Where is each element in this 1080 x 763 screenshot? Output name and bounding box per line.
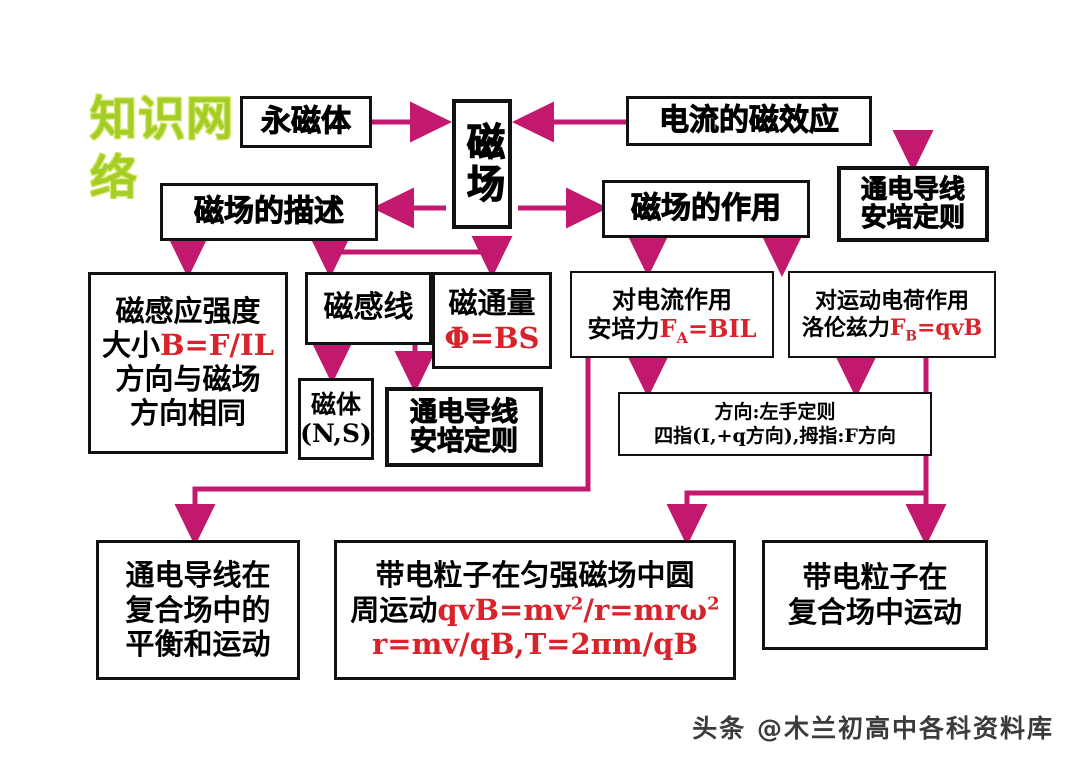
node-field-description[interactable]: 磁场的描述: [160, 183, 378, 241]
node-flux-density[interactable]: 磁感应强度 大小B=F/IL 方向与磁场 方向相同: [88, 272, 288, 454]
node-particle-in-composite-field-line1: 带电粒子在: [802, 559, 948, 594]
node-flux-density-line2-prefix: 大小: [102, 328, 161, 363]
node-wire-ampere-rule-center-line1: 通电导线: [410, 396, 519, 428]
node-force-on-moving-charge-formula: FB=qvB: [889, 314, 983, 344]
node-force-on-moving-charge-line1: 对运动电荷作用: [814, 287, 969, 314]
node-magnetic-flux[interactable]: 磁通量 Φ=BS: [432, 272, 552, 369]
node-permanent-magnet-label: 永磁体: [261, 103, 352, 139]
edge-forcecurrent-to-wirecomposite: [174, 358, 591, 547]
node-flux-density-formula: B=F/IL: [160, 328, 274, 363]
node-wire-ampere-rule-center-line2: 安培定则: [410, 426, 519, 457]
node-flux-density-line1: 磁感应强度: [115, 294, 261, 329]
node-current-magnetic-effect[interactable]: 电流的磁效应: [626, 96, 872, 146]
node-field-description-label: 磁场的描述: [194, 193, 345, 229]
node-field-action-label: 磁场的作用: [631, 190, 782, 226]
node-magnet-ns-line2: (N,S): [300, 419, 372, 448]
node-particle-circular-motion-line2: 周运动qvB=mv2/r=mrω2: [350, 593, 719, 628]
node-force-on-current-line1: 对电流作用: [612, 284, 732, 314]
node-field-lines-label: 磁感线: [323, 290, 414, 326]
node-force-on-current-line2: 安培力FA=BIL: [587, 313, 757, 347]
node-flux-density-line2: 大小B=F/IL: [102, 328, 274, 363]
node-magnet-ns[interactable]: 磁体 (N,S): [298, 378, 374, 460]
edge-description-to-flux: [330, 236, 513, 279]
node-particle-circular-motion-prefix: 周运动: [350, 592, 438, 627]
node-particle-circular-motion-line1: 带电粒子在匀强磁场中圆: [375, 557, 695, 592]
node-wire-in-composite-field[interactable]: 通电导线在 复合场中的 平衡和运动: [96, 540, 300, 680]
node-permanent-magnet[interactable]: 永磁体: [240, 96, 372, 148]
page-title-line2: 络: [90, 151, 138, 206]
node-force-on-moving-charge-line2: 洛伦兹力FB=qvB: [801, 314, 983, 344]
node-wire-ampere-rule-center[interactable]: 通电导线 安培定则: [385, 387, 543, 467]
node-particle-circular-motion[interactable]: 带电粒子在匀强磁场中圆 周运动qvB=mv2/r=mrω2 r=mv/qB,T=…: [334, 540, 736, 680]
node-force-on-moving-charge-prefix: 洛伦兹力: [801, 314, 890, 341]
node-wire-ampere-rule-right-line1: 通电导线: [860, 174, 966, 205]
node-magnet-ns-line1: 磁体: [310, 389, 361, 419]
node-magnetic-field-label: 磁场: [460, 121, 505, 206]
node-left-hand-rule-line2: 四指(I,+q方向),拇指:F方向: [654, 425, 896, 447]
node-wire-in-composite-field-line3: 平衡和运动: [125, 627, 271, 662]
node-flux-density-line4: 方向相同: [129, 395, 246, 430]
node-force-on-current-formula: FA=BIL: [659, 313, 757, 347]
node-flux-density-line3: 方向与磁场: [115, 362, 261, 396]
node-field-lines[interactable]: 磁感线: [305, 272, 432, 345]
node-particle-circular-motion-formula1: qvB=mv2/r=mrω2: [437, 592, 720, 627]
node-magnetic-flux-formula: Φ=BS: [444, 320, 540, 355]
node-particle-in-composite-field-line2: 复合场中运动: [787, 595, 962, 629]
node-force-on-current[interactable]: 对电流作用 安培力FA=BIL: [570, 271, 774, 358]
node-force-on-moving-charge[interactable]: 对运动电荷作用 洛伦兹力FB=qvB: [788, 271, 996, 358]
node-force-on-current-prefix: 安培力: [587, 313, 660, 343]
node-wire-ampere-rule-right[interactable]: 通电导线 安培定则: [837, 166, 989, 242]
node-left-hand-rule[interactable]: 方向:左手定则 四指(I,+q方向),拇指:F方向: [618, 392, 932, 456]
node-particle-in-composite-field[interactable]: 带电粒子在 复合场中运动: [762, 540, 988, 650]
node-particle-circular-motion-line3: r=mv/qB,T=2πm/qB: [372, 627, 698, 662]
node-left-hand-rule-line1: 方向:左手定则: [714, 400, 836, 423]
node-wire-in-composite-field-line2: 复合场中的: [125, 592, 271, 627]
node-field-action[interactable]: 磁场的作用: [602, 180, 810, 238]
watermark: 头条 @木兰初高中各科资料库: [692, 714, 1054, 743]
node-magnetic-field[interactable]: 磁场: [452, 99, 512, 229]
node-wire-in-composite-field-line1: 通电导线在: [125, 557, 271, 592]
node-magnetic-flux-label: 磁通量: [448, 285, 536, 320]
node-wire-ampere-rule-right-line2: 安培定则: [860, 203, 966, 233]
page-title-line1: 知识网: [90, 92, 234, 147]
node-current-magnetic-effect-label: 电流的磁效应: [659, 102, 840, 138]
